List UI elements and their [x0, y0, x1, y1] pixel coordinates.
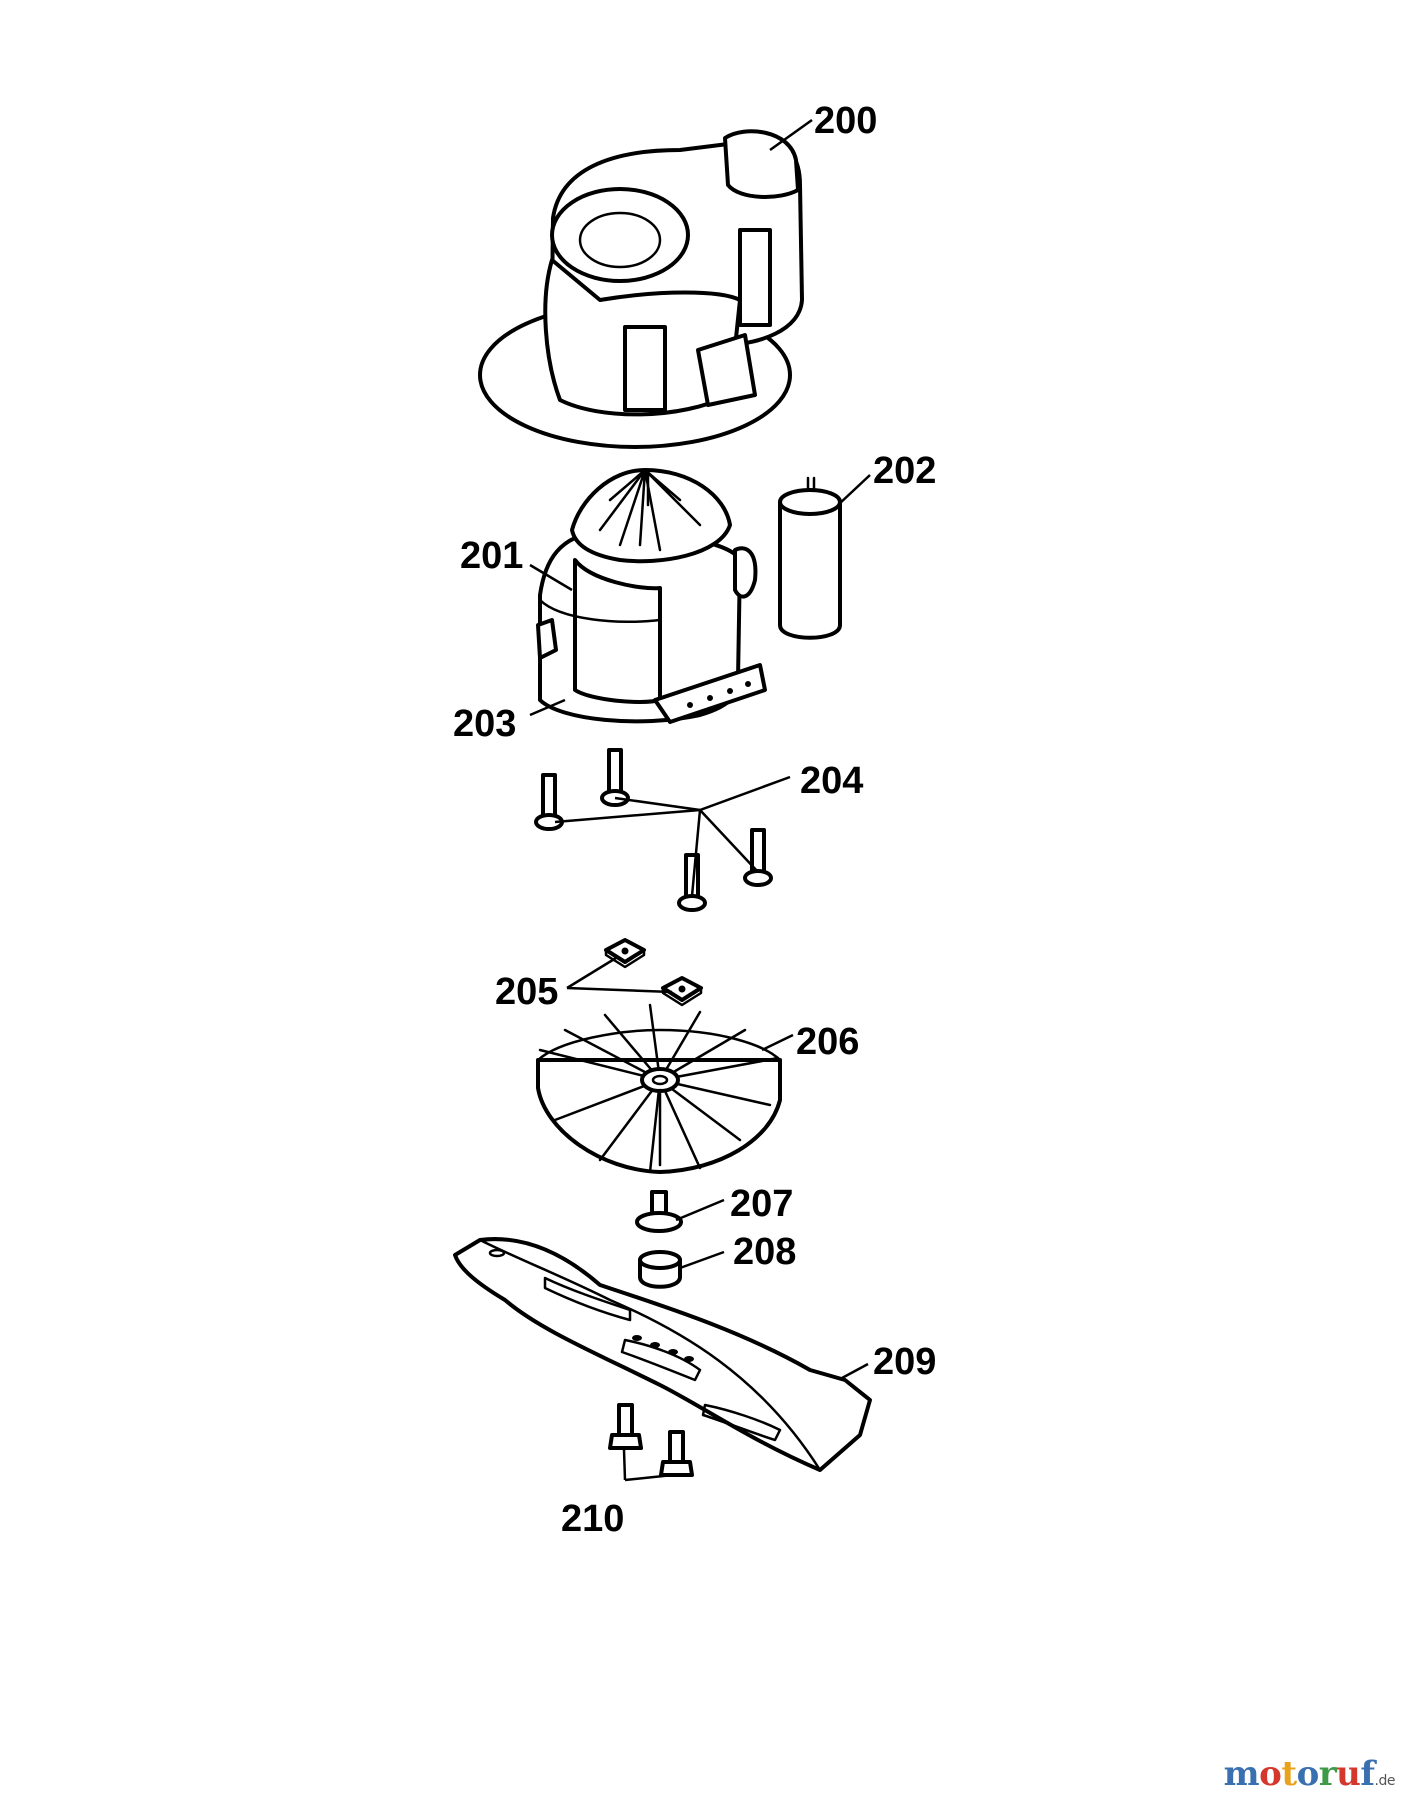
watermark-letter: o [1259, 1754, 1282, 1794]
label-204: 204 [800, 760, 863, 802]
watermark-logo: motoruf.de [1223, 1754, 1396, 1794]
watermark-letter: o [1296, 1754, 1320, 1794]
part-208-spacer-icon[interactable] [638, 1250, 682, 1289]
part-209-blade-icon[interactable] [453, 1237, 872, 1472]
label-205: 205 [495, 971, 558, 1013]
label-206: 206 [796, 1021, 859, 1063]
label-202: 202 [873, 450, 936, 492]
part-201-motor-icon[interactable] [536, 468, 767, 724]
label-200: 200 [814, 100, 877, 142]
watermark-letter: m [1223, 1754, 1260, 1794]
part-202-capacitor-icon[interactable] [778, 476, 842, 640]
label-209: 209 [873, 1341, 936, 1383]
label-210: 210 [561, 1498, 624, 1540]
watermark-letter: t [1281, 1754, 1297, 1794]
watermark-letter: r [1318, 1754, 1337, 1794]
watermark-letter: u [1336, 1754, 1361, 1794]
label-203: 203 [453, 703, 516, 745]
label-207: 207 [730, 1183, 793, 1225]
part-207-bolt-icon[interactable] [635, 1190, 683, 1233]
part-labels: 200 201 202 203 204 205 206 207 208 209 … [453, 100, 936, 1540]
watermark-letter: f [1360, 1754, 1375, 1794]
part-206-fan-icon[interactable] [536, 1003, 782, 1174]
part-210-screws-icon[interactable] [608, 1403, 694, 1477]
watermark-suffix: .de [1374, 1773, 1396, 1789]
part-200-housing-icon[interactable] [478, 129, 804, 449]
part-205-nuts-icon[interactable] [604, 938, 703, 1007]
leader-lines [529, 118, 871, 1482]
label-208: 208 [733, 1231, 796, 1273]
label-201: 201 [460, 535, 523, 577]
part-204-screws-icon[interactable] [534, 748, 773, 912]
